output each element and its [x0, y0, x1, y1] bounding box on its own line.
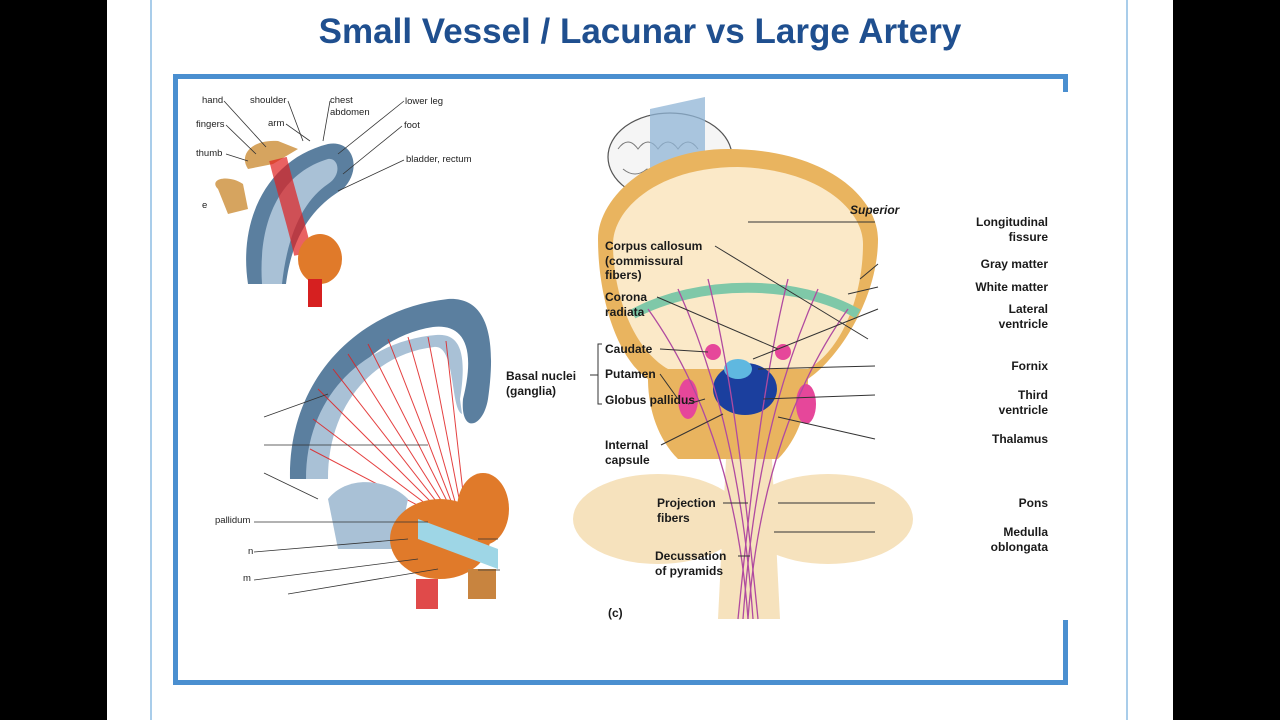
label-ganglia: (ganglia): [506, 384, 556, 398]
label-third-ventricle: ventricle: [999, 403, 1049, 417]
basal-nuclei-upper: [298, 234, 342, 284]
corpus-callosum-fibers: [630, 282, 861, 319]
label-commissural: (commissural: [605, 254, 683, 268]
anatomy-figure: hand shoulder chest abdomen lower leg fi…: [196, 95, 1048, 620]
label-hand: hand: [202, 95, 223, 106]
homunculus-face: [215, 178, 248, 214]
label-thalamus: Thalamus: [992, 432, 1048, 446]
coronal-left-labels: Corpus callosum (commissural fibers) Cor…: [506, 239, 726, 578]
label-of-pyramids: of pyramids: [655, 564, 723, 578]
label-white-matter: White matter: [975, 280, 1048, 294]
label-bladder-rectum: bladder, rectum: [406, 154, 472, 165]
label-corona: Corona: [605, 290, 647, 304]
homunculus-hand: [244, 140, 298, 169]
label-radiata: radiata: [605, 305, 645, 319]
slide-title: Small Vessel / Lacunar vs Large Artery: [318, 12, 962, 51]
cortex-inner-lower: [306, 334, 463, 479]
white-matter: [613, 167, 863, 369]
label-internal: Internal: [605, 438, 648, 452]
label-panel-c: (c): [608, 606, 623, 620]
caudate-right: [775, 344, 791, 360]
cutaway-leader-lines: [253, 393, 500, 595]
frame-gap: [1062, 92, 1086, 620]
label-shoulder: shoulder: [250, 95, 286, 106]
label-arm: arm: [268, 118, 284, 129]
motor-homunculus-diagram: hand shoulder chest abdomen lower leg fi…: [196, 95, 472, 307]
brainstem-lower: [416, 579, 438, 609]
coronal-brain-section: [573, 149, 913, 620]
basal-nuclei-bracket: [590, 343, 602, 405]
cerebellum-left: [573, 474, 743, 564]
label-abdomen: abdomen: [330, 107, 370, 118]
label-putamen: Putamen: [605, 367, 656, 381]
label-fornix: Fornix: [1011, 359, 1048, 373]
label-n: n: [248, 546, 253, 557]
label-corpus-callosum: Corpus callosum: [605, 239, 702, 253]
homunculus-leader-lines: [223, 100, 405, 192]
coronal-leader-lines: [656, 221, 879, 557]
lateral-ventricle: [724, 359, 752, 379]
projection-fibers-lower: [309, 336, 467, 520]
label-thumb: thumb: [196, 148, 222, 159]
thalamus-lower: [468, 569, 496, 599]
label-caudate: Caudate: [605, 342, 653, 356]
label-decussation: Decussation: [655, 549, 726, 563]
putamen-left: [678, 379, 698, 419]
label-projection: Projection: [657, 496, 716, 510]
label-oblongata: oblongata: [991, 540, 1049, 554]
caudate-lower: [457, 473, 509, 545]
label-globus-pallidus: Globus pallidus: [605, 393, 695, 407]
temporal-section: [328, 482, 408, 549]
label-pons: Pons: [1019, 496, 1049, 510]
cerebellum-right: [743, 474, 913, 564]
label-foot: foot: [404, 120, 420, 131]
label-basal-nuclei: Basal nuclei: [506, 369, 576, 383]
coronal-right-labels: Longitudinal fissure Gray matter White m…: [975, 215, 1048, 554]
label-lower-leg: lower leg: [405, 96, 443, 107]
label-capsule: capsule: [605, 453, 650, 467]
putamen-right: [796, 384, 816, 424]
label-lateral: Lateral: [1009, 302, 1048, 316]
label-fibers: fibers): [605, 268, 642, 282]
label-pallidum: pallidum: [215, 515, 250, 526]
internal-capsule-lower: [418, 519, 498, 569]
label-projection-fibers: fibers: [657, 511, 690, 525]
projection-fibers: [647, 278, 849, 620]
label-e: e: [202, 200, 207, 211]
slide-right-guide-line: [1126, 0, 1128, 720]
label-superior: Superior: [850, 203, 901, 217]
label-gray-matter: Gray matter: [981, 257, 1049, 271]
label-medulla: Medulla: [1003, 525, 1048, 539]
label-fingers: fingers: [196, 119, 225, 130]
internal-capsule-upper: [308, 279, 322, 307]
label-fissure: fissure: [1009, 230, 1049, 244]
label-third: Third: [1018, 388, 1048, 402]
label-longitudinal: Longitudinal: [976, 215, 1048, 229]
label-lateral-ventricle: ventricle: [999, 317, 1049, 331]
caudate-left: [705, 344, 721, 360]
cortex-inner-upper: [261, 158, 338, 284]
internal-capsule-cutaway: pallidum n m: [215, 298, 509, 609]
slide-left-guide-line: [150, 0, 152, 720]
label-chest: chest: [330, 95, 353, 106]
label-m: m: [243, 573, 251, 584]
